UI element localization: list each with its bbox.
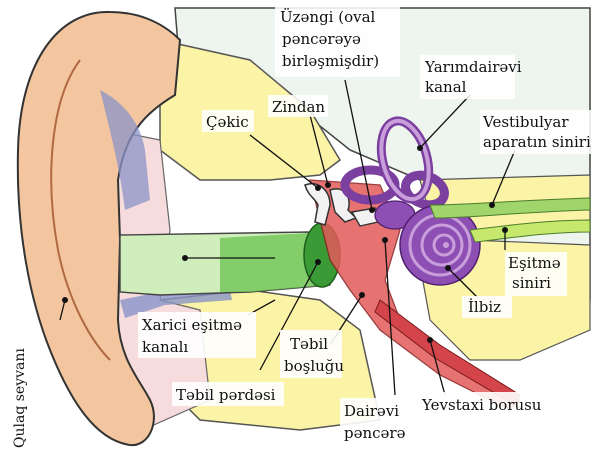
hammer-label: Çəkic [206,113,249,131]
anvil-label: Zindan [272,98,325,116]
stapes-label: Üzəngi (oval pəncərəyə birləşmişdir) [280,8,380,70]
eardrum-label: Təbil pərdəsi [176,386,276,404]
cochlea-label: İlbiz [468,298,501,316]
auricle-label: Qulaq seyvanı [12,348,28,448]
eustachian-label: Yevstaxi borusu [421,396,542,414]
